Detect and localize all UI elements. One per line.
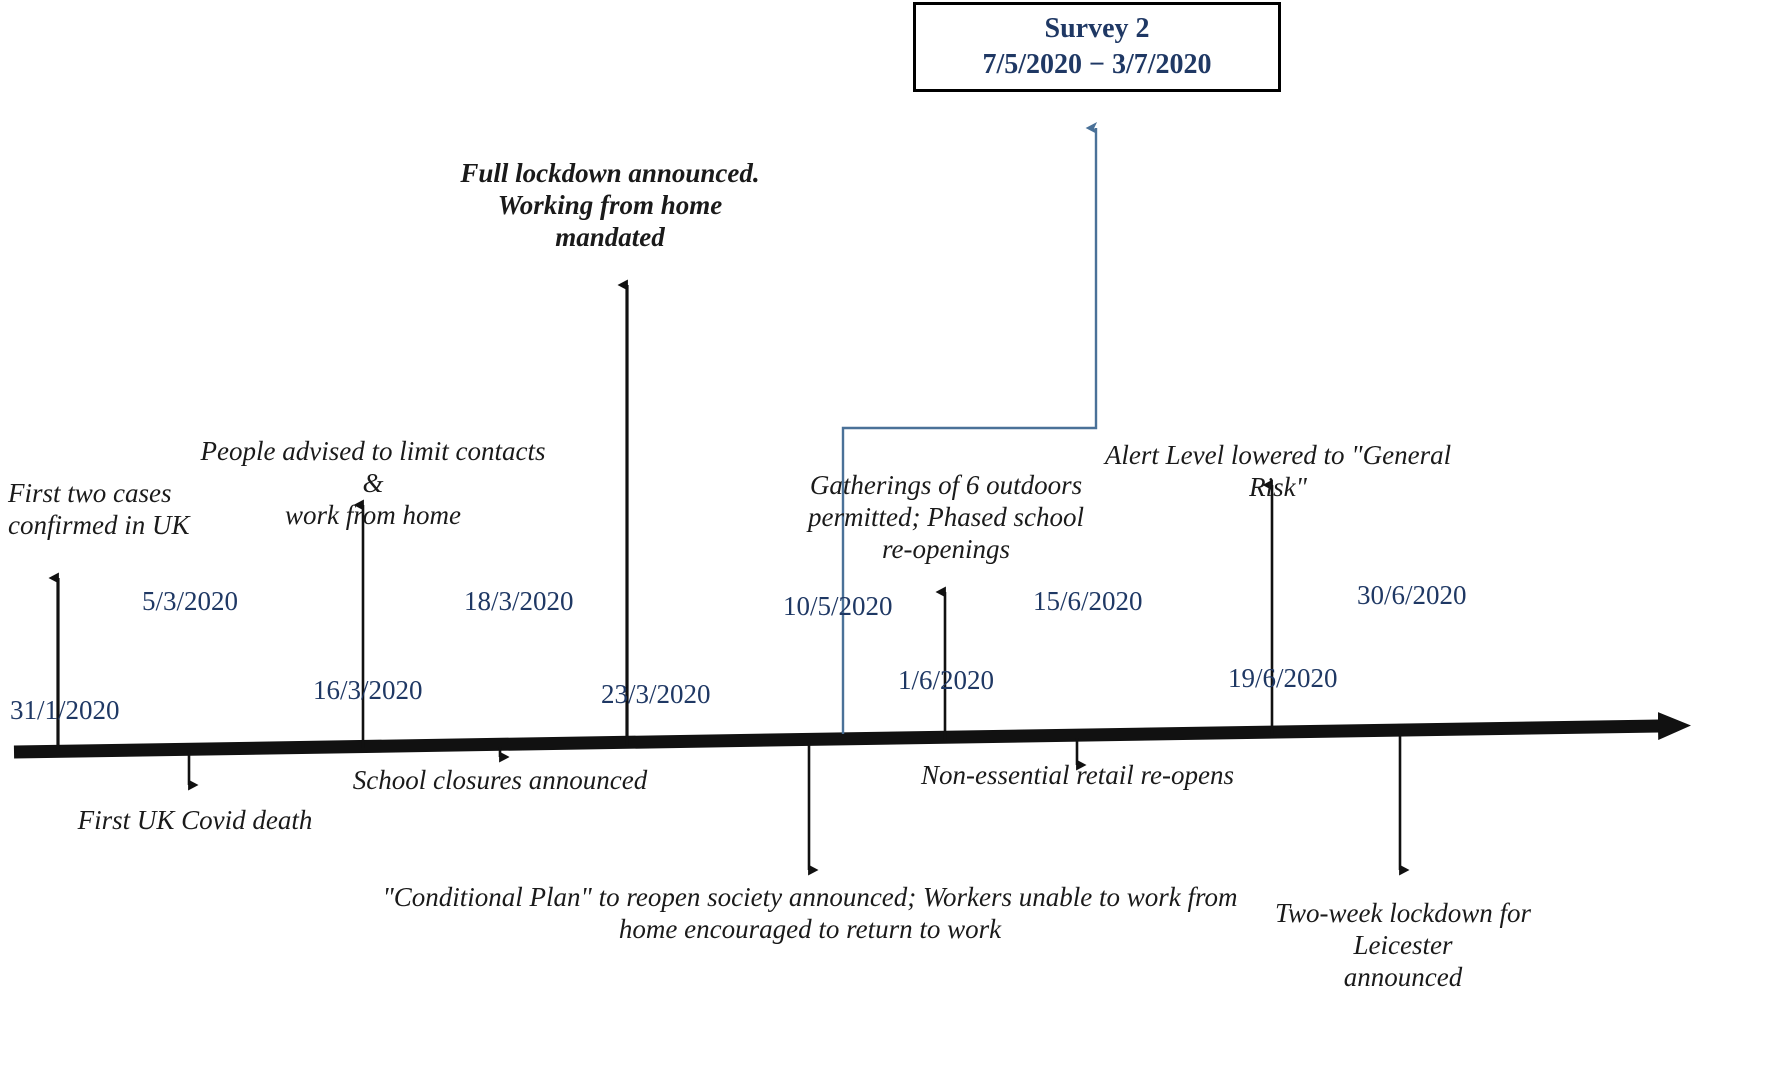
event-label-conditional-plan: "Conditional Plan" to reopen society ann…: [382, 882, 1238, 944]
survey-date-range: 7/5/2020 − 3/7/2020: [982, 49, 1212, 80]
date-label-full-lockdown: 23/3/2020: [601, 679, 711, 709]
survey-connector: [841, 122, 1098, 734]
event-label-gatherings-of-six: Gatherings of 6 outdoors permitted; Phas…: [808, 470, 1084, 564]
date-label-alert-level-lowered: 19/6/2020: [1228, 663, 1338, 693]
event-label-school-closures: School closures announced: [352, 765, 648, 795]
event-label-first-two-cases: First two cases confirmed in UK: [8, 478, 190, 540]
event-label-alert-level-lowered: Alert Level lowered to "General Risk": [1104, 440, 1452, 502]
event-label-full-lockdown: Full lockdown announced. Working from ho…: [460, 158, 760, 252]
event-label-non-essential-retail: Non-essential retail re-opens: [921, 760, 1234, 790]
date-label-leicester-lockdown: 30/6/2020: [1357, 580, 1467, 610]
event-label-first-uk-covid-death: First UK Covid death: [77, 805, 313, 835]
date-label-gatherings-of-six: 1/6/2020: [898, 665, 995, 695]
date-label-first-two-cases: 31/1/2020: [10, 695, 120, 725]
date-label-first-uk-covid-death: 5/3/2020: [142, 586, 239, 616]
date-label-non-essential-retail: 15/6/2020: [1033, 586, 1143, 616]
event-label-limit-contacts-wfh: People advised to limit contacts & work …: [200, 436, 546, 530]
timeline-axis: [13, 712, 1691, 759]
date-label-limit-contacts-wfh: 16/3/2020: [313, 675, 423, 705]
event-label-leicester-lockdown: Two-week lockdown for Leicester announce…: [1275, 898, 1531, 992]
survey-callout-box: Survey 2 7/5/2020 − 3/7/2020: [913, 2, 1281, 92]
date-label-school-closures: 18/3/2020: [464, 586, 574, 616]
date-label-conditional-plan: 10/5/2020: [783, 591, 893, 621]
survey-title: Survey 2: [1044, 13, 1150, 45]
